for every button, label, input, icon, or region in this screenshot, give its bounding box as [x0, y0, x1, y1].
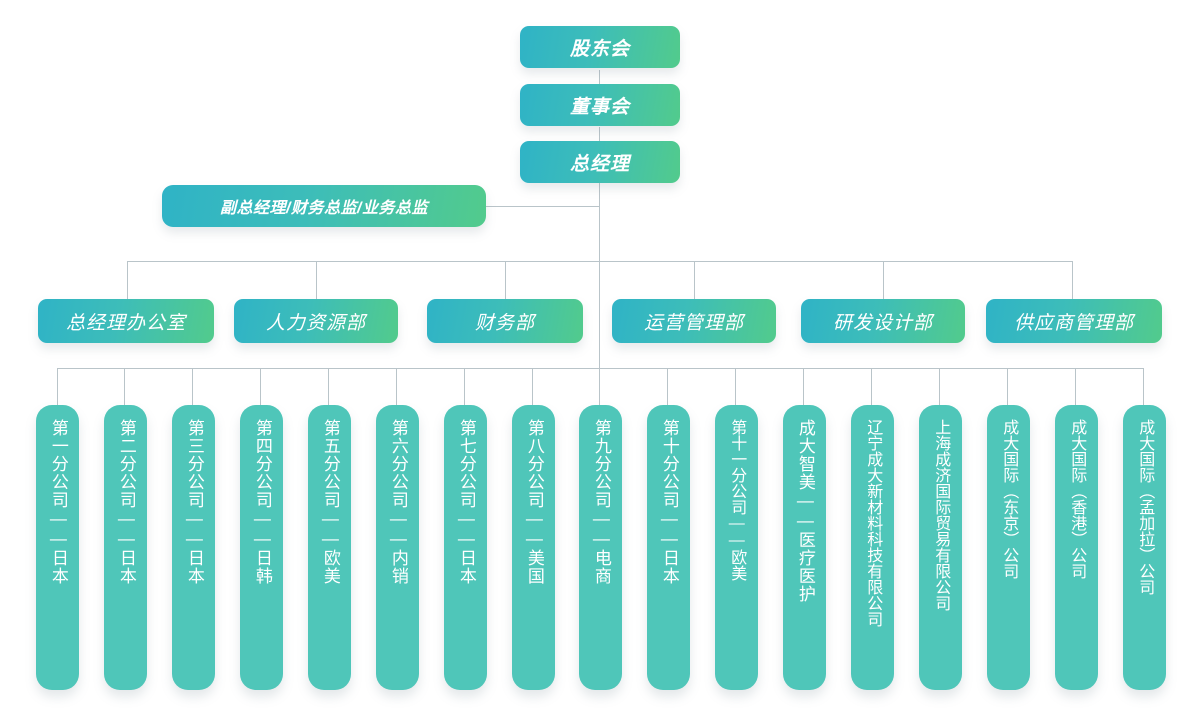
node-dept-human-resources[interactable]: 人力资源部: [234, 299, 398, 343]
node-label: 第一分公司——日本: [48, 419, 68, 585]
node-chengda-intl-hongkong[interactable]: 成大国际（香港）公司: [1055, 405, 1098, 690]
node-label: 第八分公司——美国: [524, 419, 544, 585]
node-shanghai-chengji-trading[interactable]: 上海成济国际贸易有限公司: [919, 405, 962, 690]
node-shareholders-meeting[interactable]: 股东会: [520, 26, 680, 68]
node-branch-2[interactable]: 第二分公司——日本: [104, 405, 147, 690]
connector-dept-bus: [127, 261, 1073, 262]
node-label: 股东会: [569, 38, 630, 60]
node-label: 成大智美——医疗医护: [795, 419, 815, 603]
connector-leaf-drop-9: [599, 368, 600, 406]
node-branch-6[interactable]: 第六分公司——内销: [376, 405, 419, 690]
connector-trunk-2: [599, 127, 600, 145]
node-label: 第七分公司——日本: [456, 419, 476, 585]
node-branch-4[interactable]: 第四分公司——日韩: [240, 405, 283, 690]
node-chengda-intl-tokyo[interactable]: 成大国际（东京）公司: [987, 405, 1030, 690]
node-chengda-zhimei[interactable]: 成大智美——医疗医护: [783, 405, 826, 690]
node-liaoning-chengda-new-materials[interactable]: 辽宁成大新材料科技有限公司: [851, 405, 894, 690]
connector-leaf-drop-17: [1143, 368, 1144, 406]
connector-leaf-drop-11: [735, 368, 736, 406]
node-label: 第五分公司——欧美: [320, 419, 340, 585]
node-dept-rnd-design[interactable]: 研发设计部: [801, 299, 965, 343]
node-branch-7[interactable]: 第七分公司——日本: [444, 405, 487, 690]
node-chengda-intl-bangladesh[interactable]: 成大国际（孟加拉）公司: [1123, 405, 1166, 690]
node-label: 供应商管理部: [1013, 312, 1134, 334]
node-branch-9[interactable]: 第九分公司——电商: [579, 405, 622, 690]
connector-leaf-drop-15: [1007, 368, 1008, 406]
connector-leaf-drop-1: [57, 368, 58, 406]
node-label: 第九分公司——电商: [591, 419, 611, 585]
connector-dept-drop-1: [127, 261, 128, 299]
connector-leaf-drop-12: [803, 368, 804, 406]
node-label: 第四分公司——日韩: [252, 419, 272, 585]
node-label: 总经理办公室: [65, 312, 186, 334]
connector-dept-drop-2: [316, 261, 317, 299]
node-label: 第三分公司——日本: [184, 419, 204, 585]
node-dept-operations-management[interactable]: 运营管理部: [612, 299, 776, 343]
node-label: 第六分公司——内销: [388, 419, 408, 585]
node-label: 人力资源部: [265, 312, 366, 334]
node-label: 副总经理/财务总监/业务总监: [220, 200, 428, 217]
node-deputy-gm-cfo-business-director[interactable]: 副总经理/财务总监/业务总监: [162, 185, 486, 227]
node-branch-5[interactable]: 第五分公司——欧美: [308, 405, 351, 690]
connector-leaf-drop-8: [532, 368, 533, 406]
connector-dept-drop-6: [1072, 261, 1073, 299]
connector-leaf-drop-5: [328, 368, 329, 406]
node-label: 上海成济国际贸易有限公司: [932, 419, 950, 611]
connector-staff-link: [486, 206, 600, 207]
node-label: 辽宁成大新材料科技有限公司: [864, 419, 882, 627]
node-dept-finance[interactable]: 财务部: [427, 299, 583, 343]
connector-trunk-1: [599, 70, 600, 89]
node-label: 总经理: [569, 153, 630, 175]
connector-leaf-drop-4: [260, 368, 261, 406]
node-label: 研发设计部: [832, 312, 933, 334]
node-general-manager[interactable]: 总经理: [520, 141, 680, 183]
node-label: 成大国际（孟加拉）公司: [1136, 419, 1154, 595]
connector-leaf-bus: [57, 368, 1143, 369]
node-label: 第十一分公司——欧美: [728, 419, 746, 581]
node-label: 财务部: [474, 312, 535, 334]
node-label: 第十分公司——日本: [659, 419, 679, 585]
node-label: 成大国际（香港）公司: [1068, 419, 1086, 579]
node-branch-11[interactable]: 第十一分公司——欧美: [715, 405, 758, 690]
connector-dept-drop-4: [694, 261, 695, 299]
node-dept-gm-office[interactable]: 总经理办公室: [38, 299, 214, 343]
node-board-of-directors[interactable]: 董事会: [520, 84, 680, 126]
connector-trunk-3: [599, 183, 600, 369]
node-branch-1[interactable]: 第一分公司——日本: [36, 405, 79, 690]
connector-leaf-drop-10: [667, 368, 668, 406]
node-label: 董事会: [569, 96, 630, 118]
node-branch-8[interactable]: 第八分公司——美国: [512, 405, 555, 690]
connector-leaf-drop-3: [192, 368, 193, 406]
connector-leaf-drop-14: [939, 368, 940, 406]
node-label: 第二分公司——日本: [116, 419, 136, 585]
connector-leaf-drop-7: [464, 368, 465, 406]
connector-leaf-drop-13: [871, 368, 872, 406]
node-branch-10[interactable]: 第十分公司——日本: [647, 405, 690, 690]
connector-leaf-drop-6: [396, 368, 397, 406]
node-label: 成大国际（东京）公司: [1000, 419, 1018, 579]
connector-dept-drop-3: [505, 261, 506, 299]
connector-leaf-drop-16: [1075, 368, 1076, 406]
node-branch-3[interactable]: 第三分公司——日本: [172, 405, 215, 690]
connector-dept-drop-5: [883, 261, 884, 299]
connector-leaf-drop-2: [124, 368, 125, 406]
node-label: 运营管理部: [643, 312, 744, 334]
node-dept-supplier-management[interactable]: 供应商管理部: [986, 299, 1162, 343]
